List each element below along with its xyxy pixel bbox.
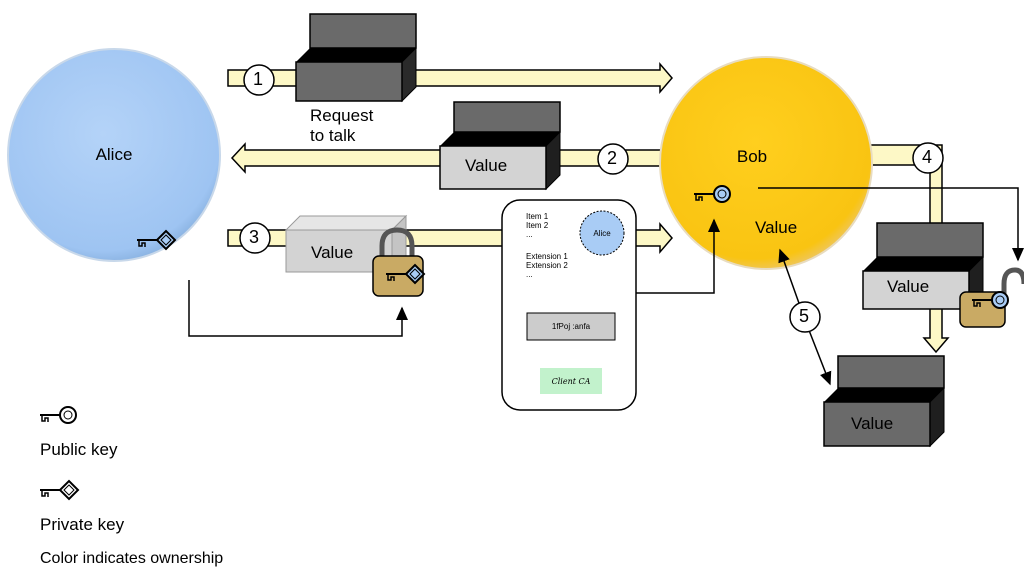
value-label-4: Value	[887, 277, 930, 296]
step-3-marker	[239, 222, 271, 254]
alice-node	[7, 48, 221, 262]
step-1-label: 1	[253, 69, 264, 89]
value-box-4	[862, 222, 984, 311]
value-label-5: Value	[851, 414, 894, 433]
request-label: Request to talk	[310, 106, 374, 145]
certificate-card	[501, 199, 637, 411]
cert-item-1: Item 1	[526, 212, 549, 221]
cert-seal	[579, 210, 625, 256]
value-label-2: Value	[465, 156, 508, 175]
value-label-bob: Value	[755, 218, 798, 237]
cert-signature-box	[526, 312, 616, 341]
cert-extension-ellipsis: ...	[526, 270, 533, 279]
cert-issuer-label: Client CA	[551, 377, 591, 386]
legend-public-key-icon	[39, 406, 77, 424]
step-3-label: 3	[249, 227, 260, 247]
step-2-label: 2	[607, 148, 618, 168]
alice-key-to-lock	[188, 280, 408, 337]
request-box	[295, 13, 417, 103]
legend-note: Color indicates ownership	[40, 550, 224, 567]
step-4-marker	[912, 142, 944, 174]
arrow-1-request	[227, 61, 673, 95]
closed-lock-icon	[372, 227, 424, 297]
bob-label: Bob	[736, 147, 768, 166]
value-box-5	[823, 355, 945, 448]
legend-private-key-label: Private key	[40, 515, 125, 534]
step-2-marker	[597, 143, 629, 175]
bob-node	[659, 56, 873, 270]
cert-extension-2: Extension 2	[526, 261, 568, 270]
step-4-label: 4	[922, 147, 933, 167]
value-label-3: Value	[311, 243, 354, 262]
step-5-label: 5	[799, 306, 810, 326]
step-5-marker	[789, 301, 821, 333]
cert-item-ellipsis: ...	[526, 230, 533, 239]
alice-label: Alice	[95, 145, 133, 164]
value-box-2	[439, 101, 561, 191]
cert-issuer-box	[540, 368, 602, 394]
cert-signature-label: 1fPoj :anfa	[551, 322, 591, 331]
legend-private-key-icon	[39, 480, 79, 500]
bob-key-to-box	[758, 187, 1024, 262]
step-1-marker	[243, 64, 275, 96]
legend-public-key-label: Public key	[40, 440, 118, 459]
cert-seal-label: Alice	[593, 229, 611, 238]
step-markers	[239, 64, 944, 333]
cert-item-2: Item 2	[526, 221, 549, 230]
cert-extension-1: Extension 1	[526, 252, 568, 261]
